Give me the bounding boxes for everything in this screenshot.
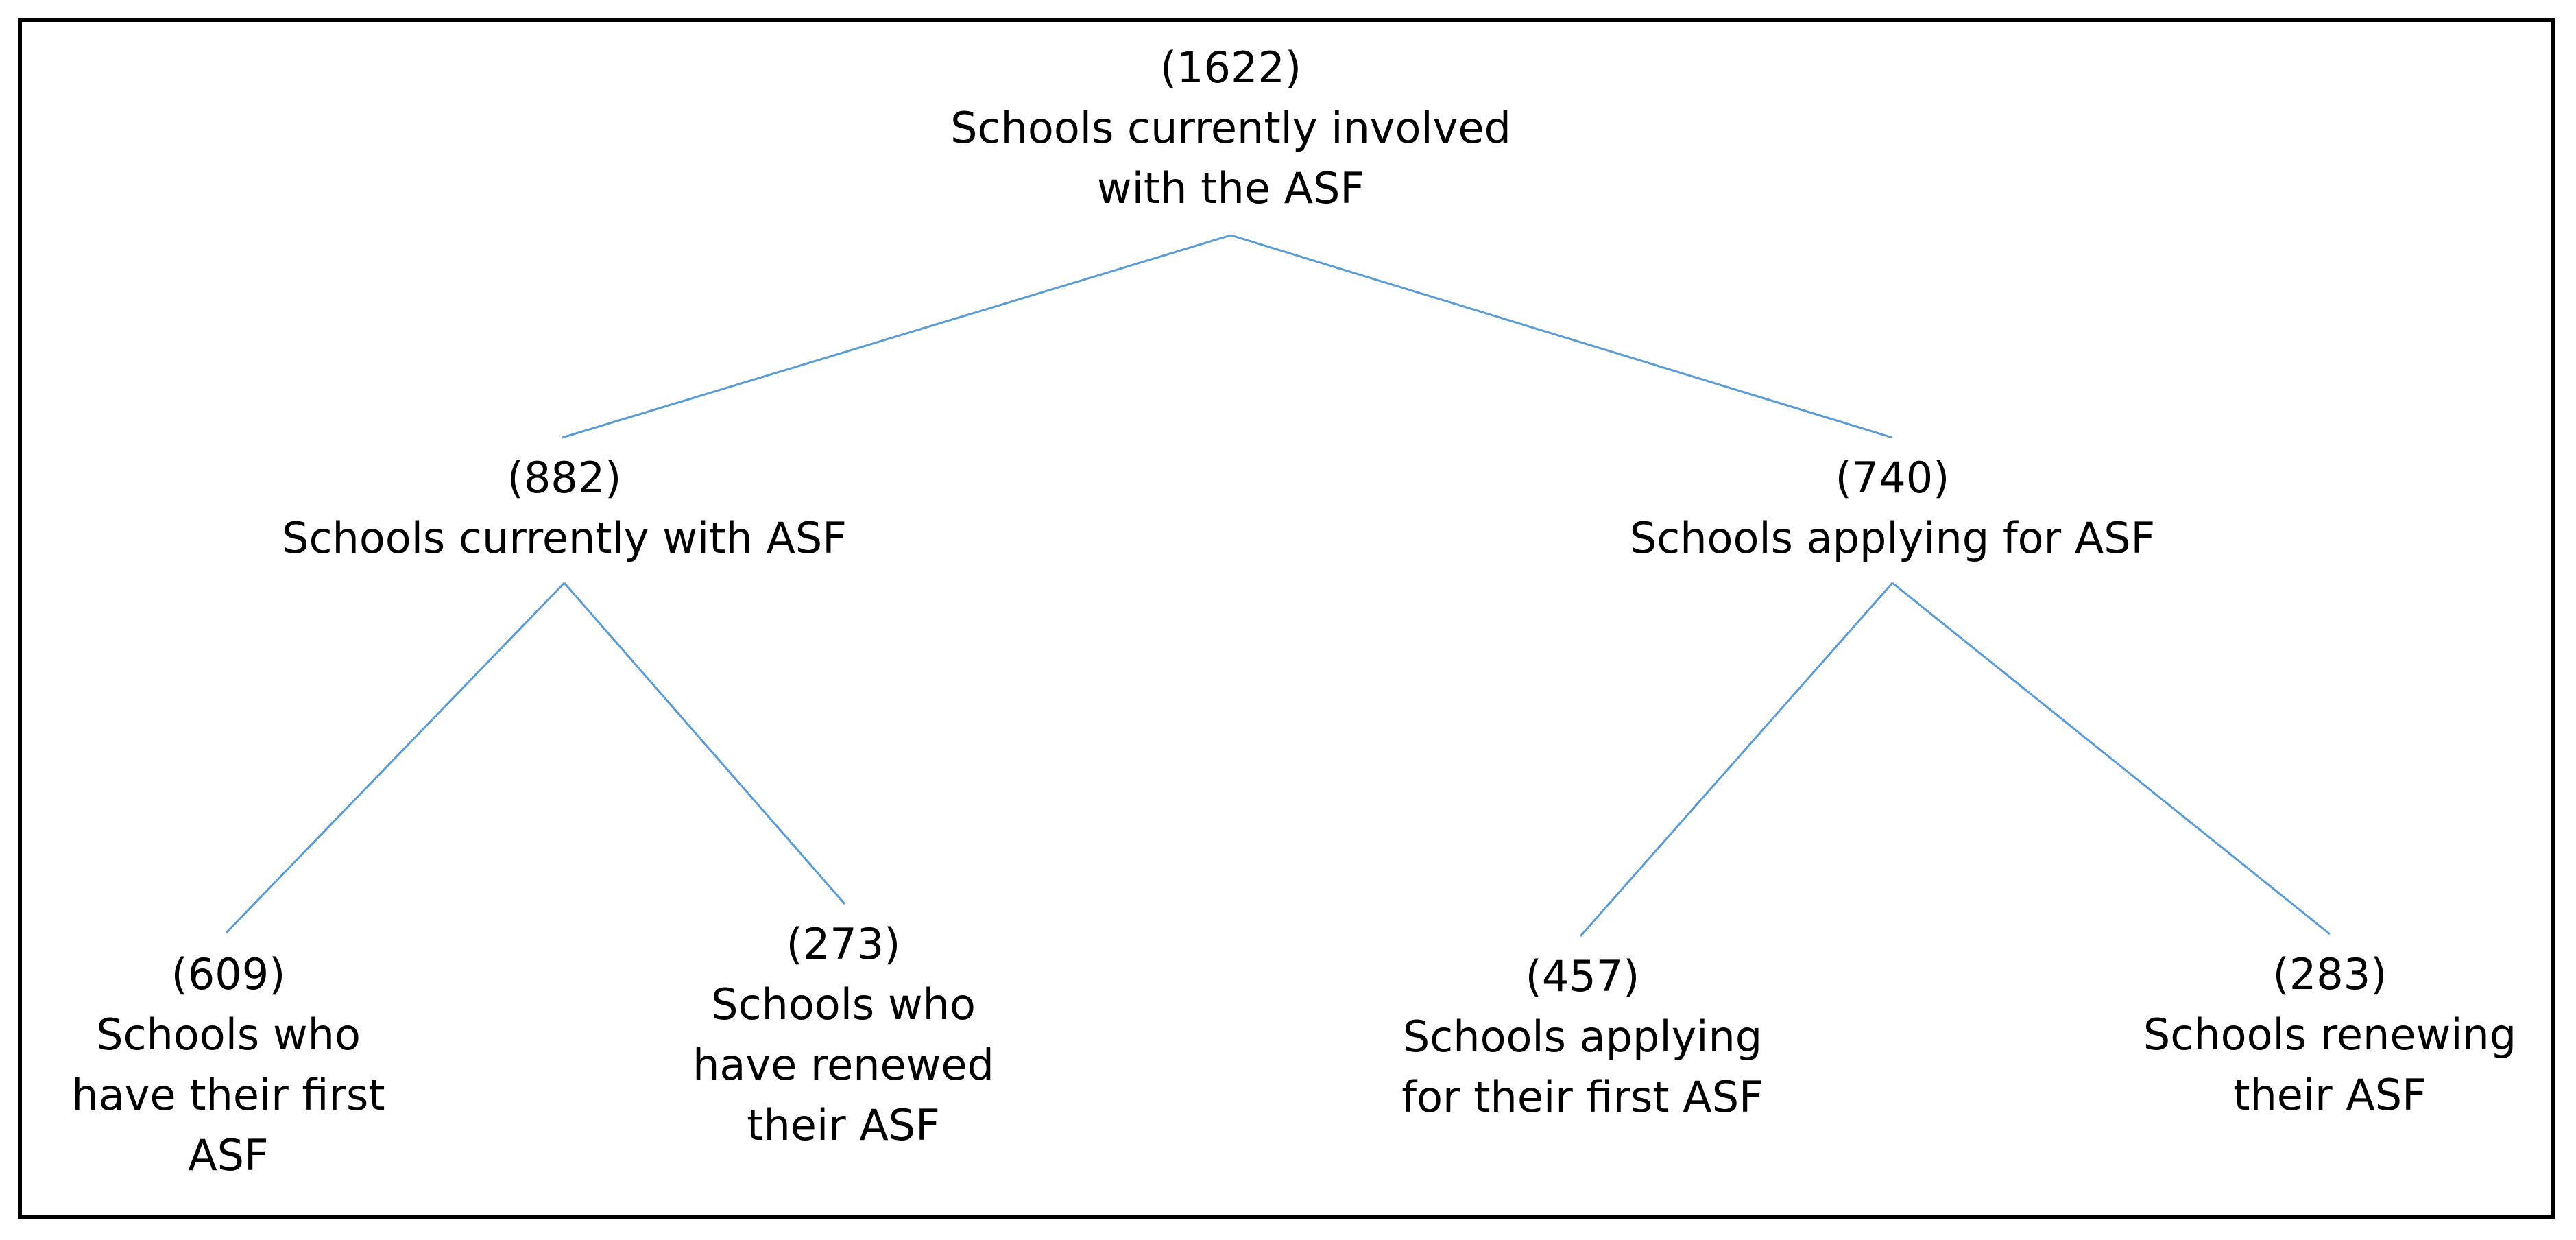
node-current: (882) Schools currently with ASF xyxy=(282,448,847,569)
node-count: (273) xyxy=(786,919,901,969)
node-first: (609) Schools who have their first ASF xyxy=(71,944,385,1186)
node-label: Schools applying for ASF xyxy=(1629,513,2156,563)
node-label: have renewed xyxy=(693,1040,994,1090)
node-count: (457) xyxy=(1525,951,1640,1001)
node-label: ASF xyxy=(188,1130,269,1180)
edge-current-to-renewed xyxy=(563,582,846,905)
node-applying: (740) Schools applying for ASF xyxy=(1630,448,2155,569)
node-root: (1622) Schools currently involved with t… xyxy=(950,38,1511,219)
edge-current-to-first xyxy=(225,582,566,934)
node-label: for their first ASF xyxy=(1401,1072,1764,1122)
node-label: Schools who xyxy=(96,1010,361,1060)
node-count: (882) xyxy=(507,453,622,503)
node-label: Schools who xyxy=(711,979,976,1029)
edge-root-to-current xyxy=(562,234,1231,439)
node-applying-first: (457) Schools applying for their first A… xyxy=(1401,946,1763,1128)
node-label: Schools currently involved xyxy=(950,103,1511,153)
edge-root-to-applying xyxy=(1230,234,1893,439)
node-count: (609) xyxy=(171,949,286,999)
node-label: have their first xyxy=(71,1070,385,1120)
node-label: Schools currently with ASF xyxy=(282,513,847,563)
node-count: (1622) xyxy=(1159,43,1302,93)
node-renewed: (273) Schools who have renewed their ASF xyxy=(693,914,994,1156)
node-count: (283) xyxy=(2272,949,2387,999)
node-label: Schools applying xyxy=(1402,1012,1763,1062)
edge-applying-to-applying-first xyxy=(1579,582,1894,937)
node-renewing: (283) Schools renewing their ASF xyxy=(2143,944,2516,1125)
node-label: Schools renewing xyxy=(2143,1010,2517,1060)
node-label: their ASF xyxy=(747,1100,940,1150)
edge-applying-to-renewing xyxy=(1892,582,2331,935)
diagram-frame xyxy=(18,18,2555,1219)
node-count: (740) xyxy=(1835,453,1950,503)
node-label: with the ASF xyxy=(1096,163,1365,213)
node-label: their ASF xyxy=(2233,1070,2427,1120)
